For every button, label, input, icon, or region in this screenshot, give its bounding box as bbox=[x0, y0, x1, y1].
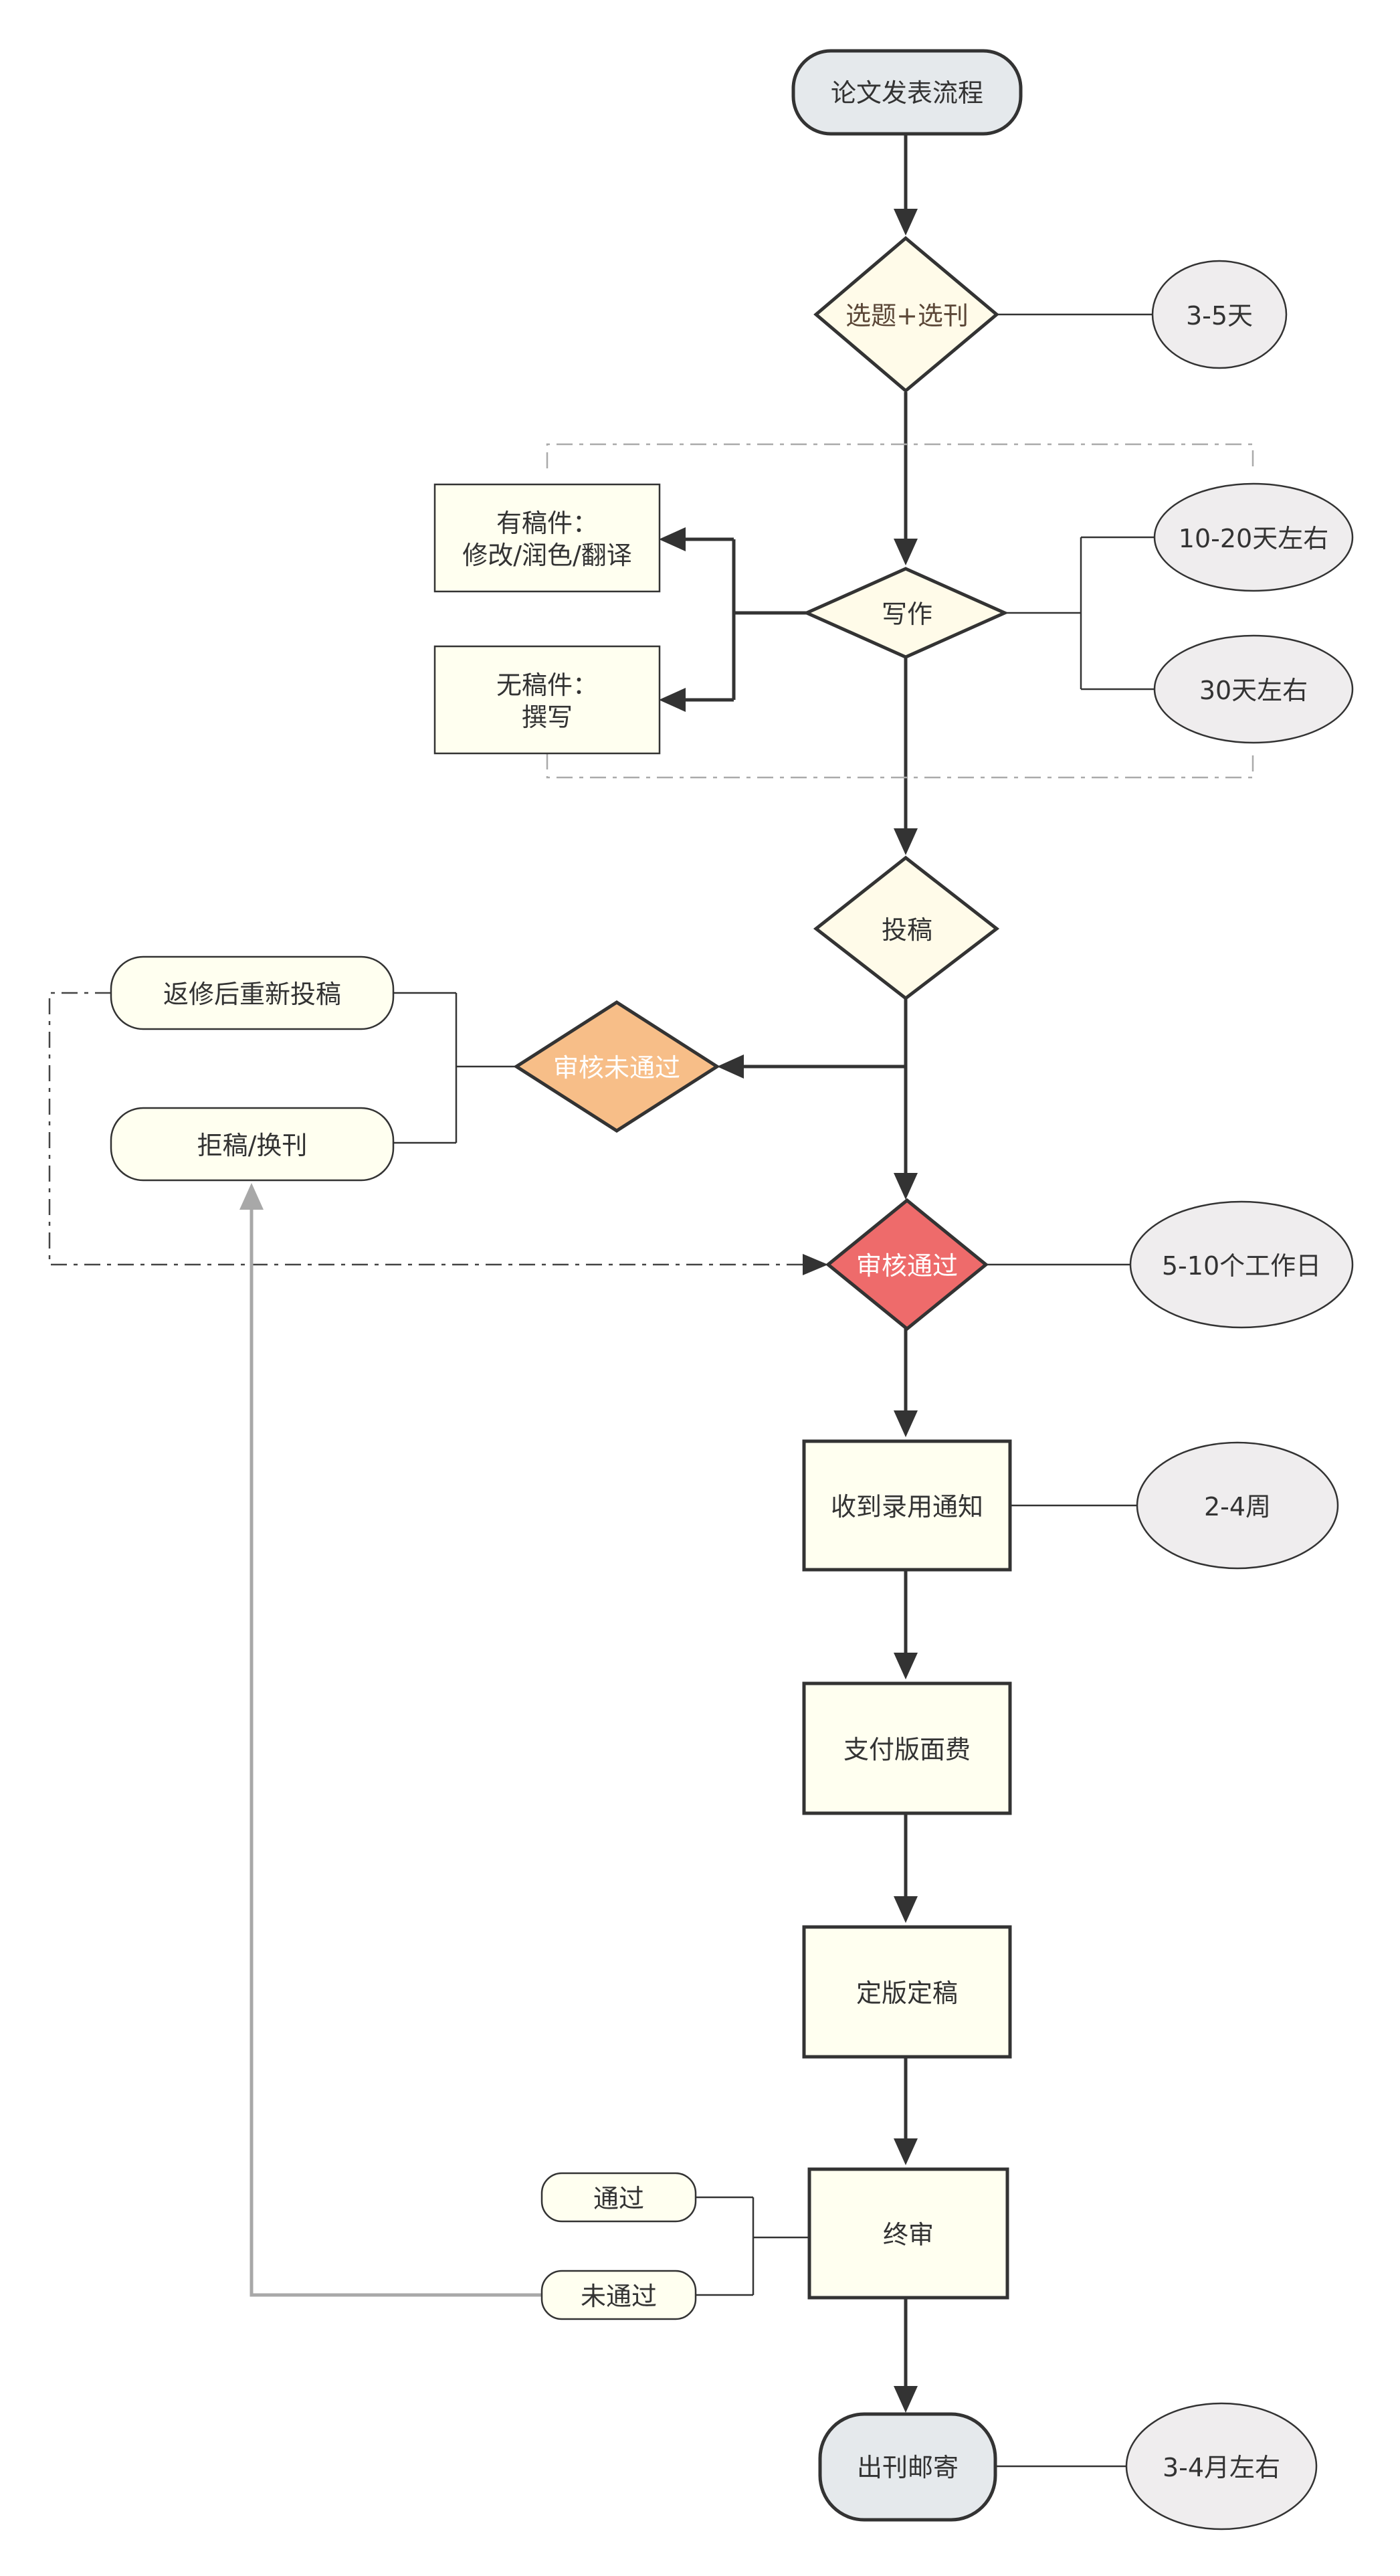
review-time-label: 5-10个工作日 bbox=[1162, 1251, 1321, 1281]
has-draft-line2: 修改/润色/翻译 bbox=[462, 541, 632, 570]
review-fail-connectors bbox=[393, 992, 906, 1144]
start-node: 论文发表流程 bbox=[791, 49, 1023, 136]
final-review-box: 终审 bbox=[807, 2167, 1009, 2300]
writing-group-frame bbox=[546, 443, 1254, 779]
submit-label: 投稿 bbox=[882, 915, 932, 945]
no-draft-box: 无稿件： 撰写 bbox=[433, 645, 661, 755]
review-pass-label: 审核通过 bbox=[856, 1251, 958, 1281]
pay-fee-label: 支付版面费 bbox=[843, 1735, 971, 1764]
writing-diamond: 写作 bbox=[802, 567, 1009, 659]
final-fail-pill: 未通过 bbox=[540, 2270, 697, 2320]
acceptance-time-oval: 2-4周 bbox=[1136, 1441, 1339, 1570]
publish-node: 出刊邮寄 bbox=[818, 2412, 997, 2522]
acceptance-label: 收到录用通知 bbox=[831, 1492, 983, 1522]
writing-time-oval-2: 30天左右 bbox=[1153, 634, 1354, 744]
publish-time-oval: 3-4月左右 bbox=[1125, 2402, 1318, 2531]
reject-loop bbox=[239, 1183, 542, 2297]
review-fail-label: 审核未通过 bbox=[553, 1053, 680, 1083]
writing-label: 写作 bbox=[882, 600, 932, 629]
review-fail-diamond: 审核未通过 bbox=[513, 1000, 720, 1133]
acceptance-time-label: 2-4周 bbox=[1204, 1492, 1271, 1522]
submit-diamond: 投稿 bbox=[813, 855, 1000, 1001]
revise-resubmit-pill: 返修后重新投稿 bbox=[110, 955, 395, 1030]
start-label: 论文发表流程 bbox=[831, 78, 983, 108]
writing-time2-label: 30天左右 bbox=[1199, 676, 1308, 705]
finalize-label: 定版定稿 bbox=[856, 1979, 958, 2008]
topic-time-oval: 3-5天 bbox=[1151, 260, 1288, 369]
topic-diamond: 选题+选刊 bbox=[813, 236, 999, 393]
writing-time-oval-1: 10-20天左右 bbox=[1153, 482, 1354, 592]
no-draft-line2: 撰写 bbox=[522, 703, 573, 732]
pay-fee-box: 支付版面费 bbox=[802, 1681, 1012, 1815]
resubmit-loop bbox=[48, 992, 828, 1275]
review-pass-diamond: 审核通过 bbox=[825, 1198, 989, 1331]
final-fail-label: 未通过 bbox=[581, 2282, 657, 2311]
has-draft-box: 有稿件： 修改/润色/翻译 bbox=[433, 483, 661, 593]
main-flow-connectors bbox=[894, 134, 918, 2413]
time-annotation-connectors bbox=[985, 313, 1155, 2468]
writing-branch-connectors bbox=[659, 527, 807, 712]
reject-change-pill: 拒稿/换刊 bbox=[110, 1107, 395, 1182]
topic-label: 选题+选刊 bbox=[845, 301, 969, 331]
publish-time-label: 3-4月左右 bbox=[1163, 2453, 1280, 2482]
finalize-box: 定版定稿 bbox=[802, 1925, 1012, 2059]
final-review-label: 终审 bbox=[883, 2220, 934, 2249]
writing-time1-label: 10-20天左右 bbox=[1179, 524, 1328, 553]
final-pass-pill: 通过 bbox=[540, 2172, 697, 2223]
final-review-connectors bbox=[696, 2196, 809, 2296]
publish-label: 出刊邮寄 bbox=[857, 2453, 959, 2482]
has-draft-line1: 有稿件： bbox=[496, 509, 598, 538]
no-draft-line1: 无稿件： bbox=[496, 670, 598, 700]
revise-resubmit-label: 返修后重新投稿 bbox=[163, 980, 341, 1009]
topic-time-label: 3-5天 bbox=[1186, 301, 1253, 331]
reject-change-label: 拒稿/换刊 bbox=[197, 1131, 308, 1160]
review-time-oval: 5-10个工作日 bbox=[1129, 1200, 1354, 1329]
final-pass-label: 通过 bbox=[593, 2184, 644, 2213]
acceptance-box: 收到录用通知 bbox=[802, 1439, 1012, 1572]
